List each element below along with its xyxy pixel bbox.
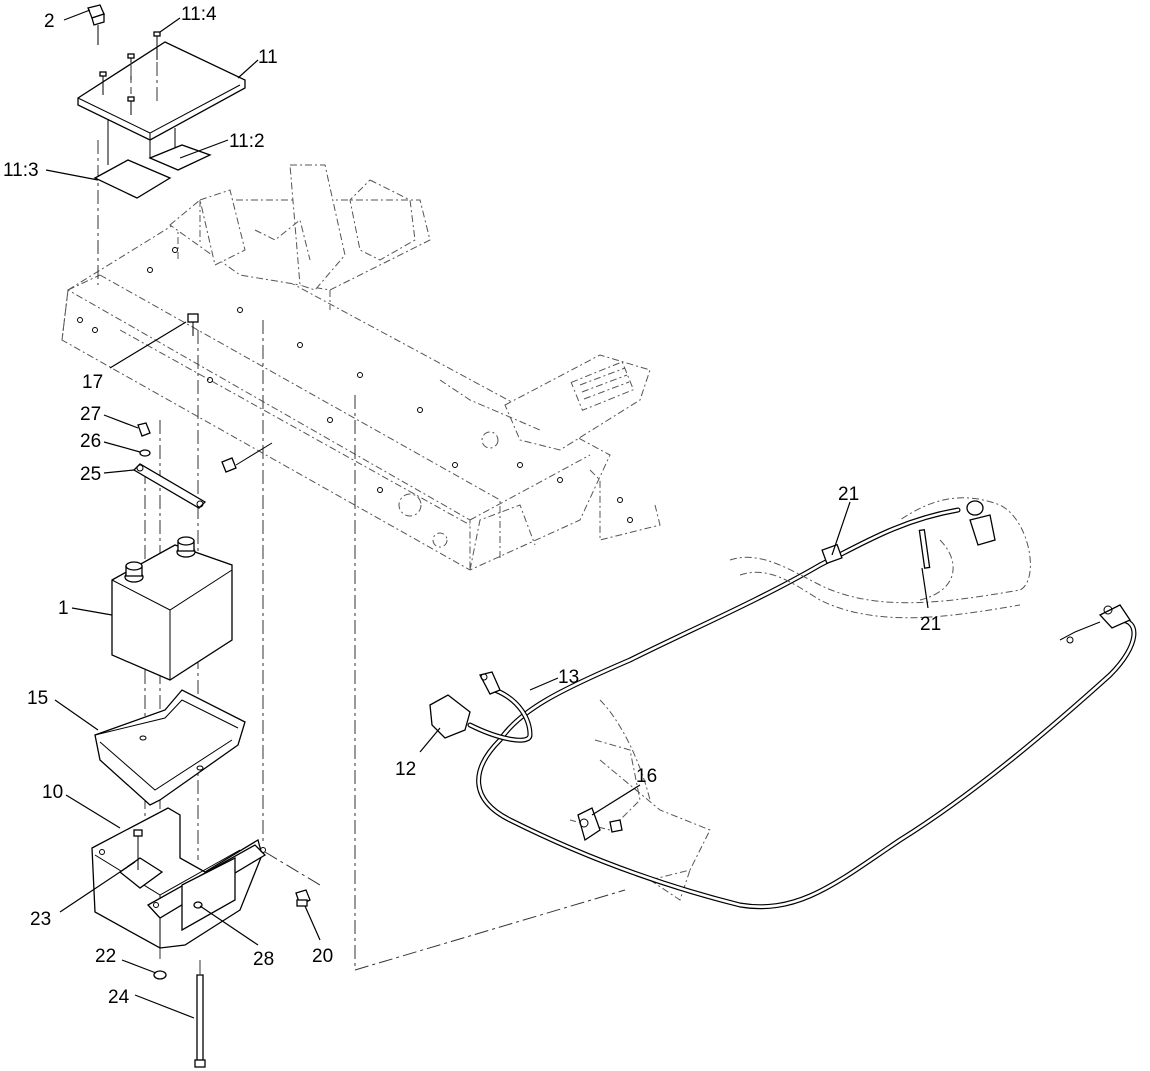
clamp-16 [577,807,623,842]
callout-21-top: 21 [838,484,859,505]
battery-cables [429,497,1137,910]
callout-2: 2 [44,11,55,32]
callout-27: 27 [80,404,101,425]
bolt-17 [187,313,199,336]
callout-17: 17 [82,372,103,393]
callout-11-3: 11:3 [3,160,39,181]
callout-26: 26 [80,431,101,452]
hold-down-bar-25 [132,463,207,509]
bolt-23 [133,829,143,870]
callout-1: 1 [58,598,69,619]
callout-15: 15 [27,688,48,709]
callout-24: 24 [108,987,130,1008]
washer-26 [139,449,151,457]
battery-cover-plate [77,41,246,165]
battery-bracket-10 [91,807,267,949]
battery-tray-15 [94,689,246,806]
callout-25: 25 [80,464,101,485]
fastener-2 [87,4,105,45]
callout-11-2: 11:2 [229,131,265,152]
nut-27 [137,422,151,437]
callout-22: 22 [95,946,116,967]
callout-28: 28 [253,949,274,970]
callout-12: 12 [395,759,416,780]
callout-23: 23 [30,909,51,930]
nut-20 [295,889,311,907]
callout-labels: 2 11:4 11 11:2 11:3 17 27 26 25 1 15 10 … [3,4,941,1008]
callout-20: 20 [312,946,333,967]
machine-frame [61,164,711,901]
rod-24 [194,974,206,1068]
screw-11-4 [99,31,161,115]
callout-13: 13 [558,667,579,688]
callout-21-bottom: 21 [920,614,941,635]
pad-11-3 [93,159,172,199]
frame-fastener [221,442,273,473]
callout-16: 16 [636,766,657,787]
callout-10: 10 [42,782,63,803]
leader-lines [45,9,929,1019]
battery-1 [111,536,233,681]
callout-11-4: 11:4 [181,4,217,25]
nut-22 [153,970,167,980]
callout-11: 11 [258,47,278,68]
